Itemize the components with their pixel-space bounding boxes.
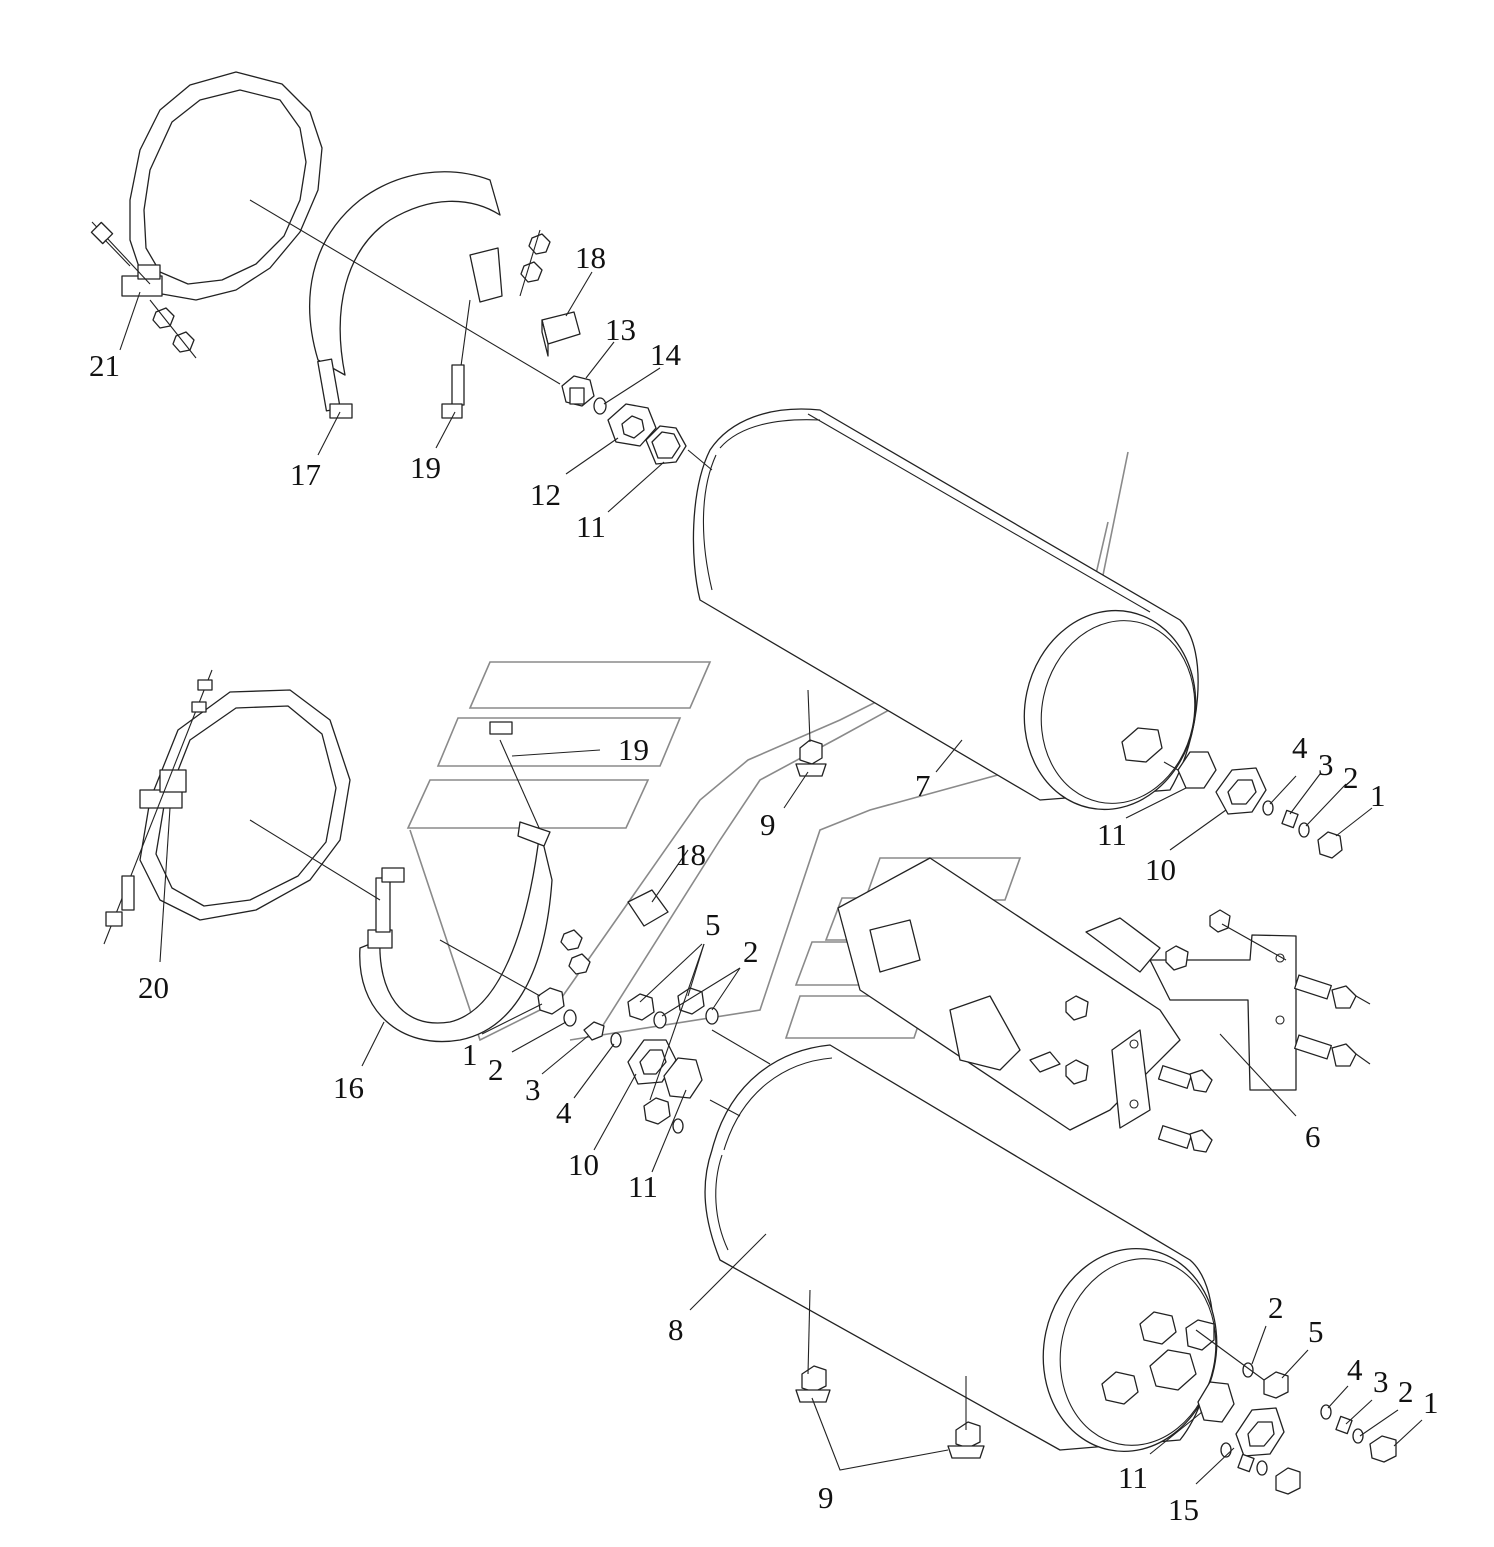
callout-21: 21 — [89, 348, 120, 383]
callout-11-right: 11 — [1097, 817, 1127, 852]
drain-valve-9-upper — [795, 739, 827, 777]
callout-18-lower: 18 — [675, 837, 706, 872]
callout-3-lower-right: 3 — [1373, 1364, 1389, 1399]
strap-19-lower — [489, 721, 551, 847]
callout-5-lower-right: 5 — [1308, 1314, 1324, 1349]
callout-14: 14 — [650, 337, 682, 372]
strap-17 — [309, 171, 501, 419]
callout-4-right: 4 — [1292, 730, 1308, 765]
callout-10-lower-left: 10 — [568, 1147, 599, 1182]
plug-10-right — [1215, 767, 1267, 815]
fittings-lower-right — [1197, 1362, 1397, 1495]
callout-19-upper: 19 — [410, 450, 441, 485]
washer-14 — [593, 397, 607, 415]
callout-3-lower-left: 3 — [525, 1072, 541, 1107]
callout-15: 15 — [1168, 1492, 1199, 1527]
callout-1-right: 1 — [1370, 778, 1386, 813]
callout-1-lower-left: 1 — [462, 1037, 478, 1072]
bracket-6 — [837, 857, 1297, 1131]
callout-9-upper: 9 — [760, 807, 776, 842]
callout-4-lower-left: 4 — [556, 1095, 572, 1130]
bracket-18-upper — [541, 311, 581, 357]
bracket-18-lower — [627, 889, 669, 927]
callout-11-lower-right: 11 — [1118, 1460, 1148, 1495]
callout-4-lower-right: 4 — [1347, 1352, 1363, 1387]
strap-21 — [121, 71, 323, 301]
callout-17: 17 — [290, 457, 321, 492]
nuts-18-upper — [519, 229, 551, 297]
callout-20: 20 — [138, 970, 169, 1005]
nuts-21 — [149, 299, 197, 359]
callout-13: 13 — [605, 312, 636, 347]
callout-16: 16 — [333, 1070, 364, 1105]
callout-1-lower-right: 1 — [1423, 1385, 1439, 1420]
strap-16 — [359, 829, 553, 1043]
callout-2-lower-left-b: 2 — [743, 934, 759, 969]
leader-lines — [119, 271, 1423, 1485]
callout-8: 8 — [668, 1312, 684, 1347]
callout-labels: 21 17 19 18 13 14 12 11 19 18 9 7 11 10 … — [89, 240, 1439, 1527]
fitting-13 — [561, 375, 595, 407]
plug-12 — [607, 403, 657, 447]
callout-2-right: 2 — [1343, 760, 1359, 795]
callout-11-upper: 11 — [576, 509, 606, 544]
callout-9-lower: 9 — [818, 1480, 834, 1515]
callout-3-right: 3 — [1318, 747, 1334, 782]
callout-10-right: 10 — [1145, 852, 1176, 887]
nuts-18-lower — [560, 929, 591, 975]
bolt-21 — [90, 221, 151, 285]
callout-2-lower-left: 2 — [488, 1052, 504, 1087]
callout-12: 12 — [530, 477, 561, 512]
air-tank-8 — [704, 1044, 1218, 1453]
callout-6: 6 — [1305, 1119, 1321, 1154]
callout-7: 7 — [915, 768, 931, 803]
assembly-axes — [249, 199, 1265, 1430]
washers-right-upper — [1262, 800, 1343, 859]
callout-18-upper: 18 — [575, 240, 606, 275]
callout-11-lower-left: 11 — [628, 1169, 658, 1204]
gasket-11-upper — [645, 425, 687, 465]
callout-2-lower-right: 2 — [1268, 1290, 1284, 1325]
callout-2-lower-right-b: 2 — [1398, 1374, 1414, 1409]
strap-19 — [441, 247, 503, 419]
bolts-6 — [1065, 909, 1371, 1153]
callout-5-lower-left: 5 — [705, 907, 721, 942]
strap-20 — [139, 689, 351, 921]
bolts-20 — [103, 669, 213, 945]
callout-19-lower: 19 — [618, 732, 649, 767]
air-tank-7 — [692, 408, 1199, 811]
